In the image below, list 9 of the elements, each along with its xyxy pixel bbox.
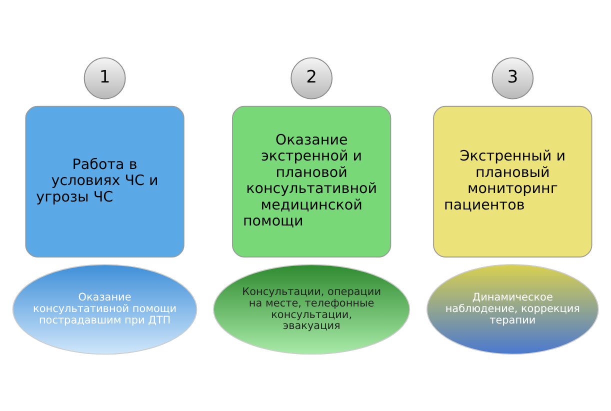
node-ellipse: Консультации, операции на месте, телефонные консультации, эвакуация	[213, 264, 410, 354]
node-box: Экстренный и плановый мониторинг пациентов	[433, 105, 592, 257]
node-circle: 3	[492, 56, 534, 99]
node-box: Оказание экстренной и плановой консультативной медицинской помощи	[232, 105, 392, 257]
node-ellipse: Оказание консультативной помощи пострадавшим при ДТП	[12, 264, 198, 354]
node-box: Работа в условиях ЧС и угрозы ЧС	[25, 105, 184, 257]
node-ellipse: Динамическое наблюдение, коррекция терапии	[426, 264, 599, 354]
node-circle: 1	[84, 56, 126, 99]
node-circle: 2	[290, 56, 333, 99]
